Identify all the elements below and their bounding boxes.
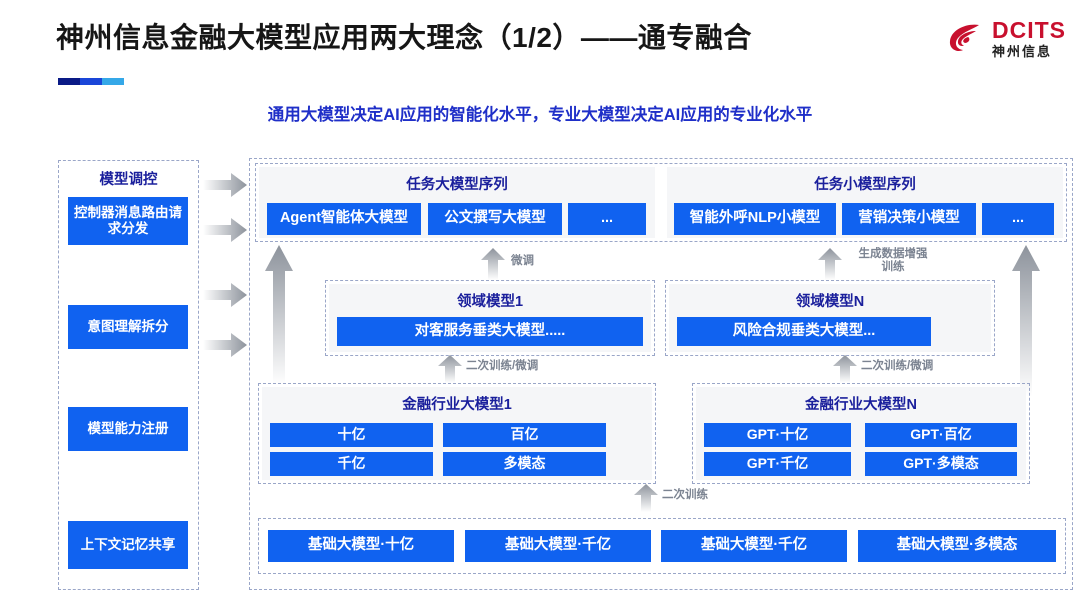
right-arrow-icon-1 (203, 173, 247, 202)
industry-model-n-box-gpt-baiyi[interactable]: GPT·百亿 (865, 423, 1017, 447)
industry-model-n-box-gpt-multimodal[interactable]: GPT·多模态 (865, 452, 1017, 476)
sidebar-item-label: 模型能力注册 (87, 420, 169, 436)
sidebar-item-capability-registration[interactable]: 模型能力注册 (68, 407, 188, 451)
box-label: 基础大模型·十亿 (307, 537, 415, 554)
box-label: 风险合规垂类大模型... (732, 322, 876, 339)
industry-model-1-title: 金融行业大模型1 (402, 397, 512, 413)
sidebar-item-context-memory-sharing[interactable]: 上下文记忆共享 (68, 521, 188, 569)
right-arrow-icon-4 (203, 333, 247, 362)
arrow-label-retrain-finetune-right: 二次训练/微调 (861, 360, 934, 372)
sidebar-item-label: 上下文记忆共享 (80, 536, 176, 552)
industry-model-1-box-shiyi[interactable]: 十亿 (270, 423, 433, 447)
page-title: 神州信息金融大模型应用两大理念（1/2）——通专融合 (56, 22, 752, 53)
box-label: 基础大模型·千亿 (504, 537, 612, 554)
logo-wordmark-en: DCITS (992, 16, 1066, 43)
task-model-box-more-small[interactable]: ... (982, 203, 1054, 235)
domain-model-1-title: 领域模型1 (456, 294, 524, 310)
task-model-box-agent[interactable]: Agent智能体大模型 (267, 203, 421, 235)
sidebar-item-controller-routing[interactable]: 控制器消息路由请求分发 (68, 197, 188, 245)
box-label: 千亿 (337, 455, 366, 472)
box-label: GPT·百亿 (910, 426, 972, 443)
box-label: ... (1011, 210, 1025, 227)
up-arrow-icon-retrain-left (438, 355, 462, 388)
box-label: GPT·千亿 (746, 455, 809, 472)
arrow-label-data-augmentation: 生成数据增强 训练 (858, 248, 928, 274)
arrow-label-retrain: 二次训练 (662, 489, 708, 501)
task-model-box-official-writing[interactable]: 公文撰写大模型 (428, 203, 562, 235)
base-model-box-shiyi[interactable]: 基础大模型·十亿 (268, 530, 454, 562)
industry-model-1-box-multimodal[interactable]: 多模态 (443, 452, 606, 476)
domain-model-n-frame (665, 280, 995, 356)
task-model-box-more[interactable]: ... (568, 203, 646, 235)
domain-model-1-box[interactable]: 对客服务垂类大模型..... (337, 317, 643, 346)
box-label: 多模态 (503, 455, 546, 472)
task-layer-frame (255, 163, 1067, 242)
up-arrow-icon-retrain (634, 484, 658, 517)
task-small-model-group-title: 任务小模型序列 (814, 177, 916, 193)
dcits-logo: DCITS 神州信息 (946, 18, 1066, 58)
box-label: 智能外呼NLP小模型 (689, 210, 821, 227)
task-large-model-group-title: 任务大模型序列 (406, 177, 508, 193)
box-label: GPT·多模态 (903, 455, 979, 472)
industry-model-1-box-baiyi[interactable]: 百亿 (443, 423, 606, 447)
box-label: 基础大模型·千亿 (700, 537, 808, 554)
sidebar-item-intent-understanding[interactable]: 意图理解拆分 (68, 305, 188, 349)
arrow-label-finetune: 微调 (511, 255, 534, 267)
box-label: Agent智能体大模型 (279, 210, 409, 227)
arrow-label-retrain-finetune-left: 二次训练/微调 (466, 360, 539, 372)
task-model-box-marketing-decision[interactable]: 营销决策小模型 (842, 203, 976, 235)
right-arrow-icon-2 (203, 218, 247, 247)
industry-model-n-frame (692, 383, 1030, 484)
sidebar-item-label: 控制器消息路由请求分发 (74, 204, 182, 236)
industry-model-n-box-gpt-qianyi[interactable]: GPT·千亿 (704, 452, 851, 476)
domain-model-n-title: 领域模型N (795, 294, 865, 310)
up-arrow-icon-left-tall (265, 245, 293, 390)
industry-model-1-box-qianyi[interactable]: 千亿 (270, 452, 433, 476)
sidebar-item-label: 意图理解拆分 (87, 318, 169, 334)
box-label: 十亿 (337, 426, 366, 443)
task-model-box-outbound-nlp[interactable]: 智能外呼NLP小模型 (674, 203, 836, 235)
base-layer-frame (258, 518, 1066, 574)
base-model-box-qianyi-1[interactable]: 基础大模型·千亿 (465, 530, 651, 562)
box-label: 基础大模型·多模态 (896, 537, 1018, 554)
industry-model-1-frame (258, 383, 656, 484)
up-arrow-icon-retrain-right (833, 355, 857, 388)
box-label: ... (600, 210, 614, 227)
main-architecture-frame (249, 158, 1073, 590)
box-label: 营销决策小模型 (858, 210, 960, 227)
industry-model-n-title: 金融行业大模型N (805, 397, 917, 413)
box-label: 公文撰写大模型 (444, 210, 546, 227)
up-arrow-icon-right-tall (1012, 245, 1040, 402)
up-arrow-icon-finetune (481, 248, 505, 285)
page-subtitle: 通用大模型决定AI应用的智能化水平，专业大模型决定AI应用的专业化水平 (267, 106, 813, 124)
sidebar-title: 模型调控 (99, 172, 158, 188)
base-model-box-qianyi-2[interactable]: 基础大模型·千亿 (661, 530, 847, 562)
base-model-box-multimodal[interactable]: 基础大模型·多模态 (858, 530, 1056, 562)
domain-model-n-box[interactable]: 风险合规垂类大模型... (677, 317, 931, 346)
title-underline-rule (58, 78, 124, 85)
up-arrow-icon-data-aug (818, 248, 842, 285)
industry-model-n-box-gpt-shiyi[interactable]: GPT·十亿 (704, 423, 851, 447)
box-label: GPT·十亿 (746, 426, 809, 443)
dcits-swirl-icon (946, 18, 986, 58)
logo-wordmark-cn: 神州信息 (992, 43, 1053, 59)
right-arrow-icon-3 (203, 283, 247, 312)
box-label: 对客服务垂类大模型..... (414, 322, 566, 339)
sidebar-frame (58, 160, 199, 590)
box-label: 百亿 (510, 426, 539, 443)
domain-model-1-frame (325, 280, 655, 356)
